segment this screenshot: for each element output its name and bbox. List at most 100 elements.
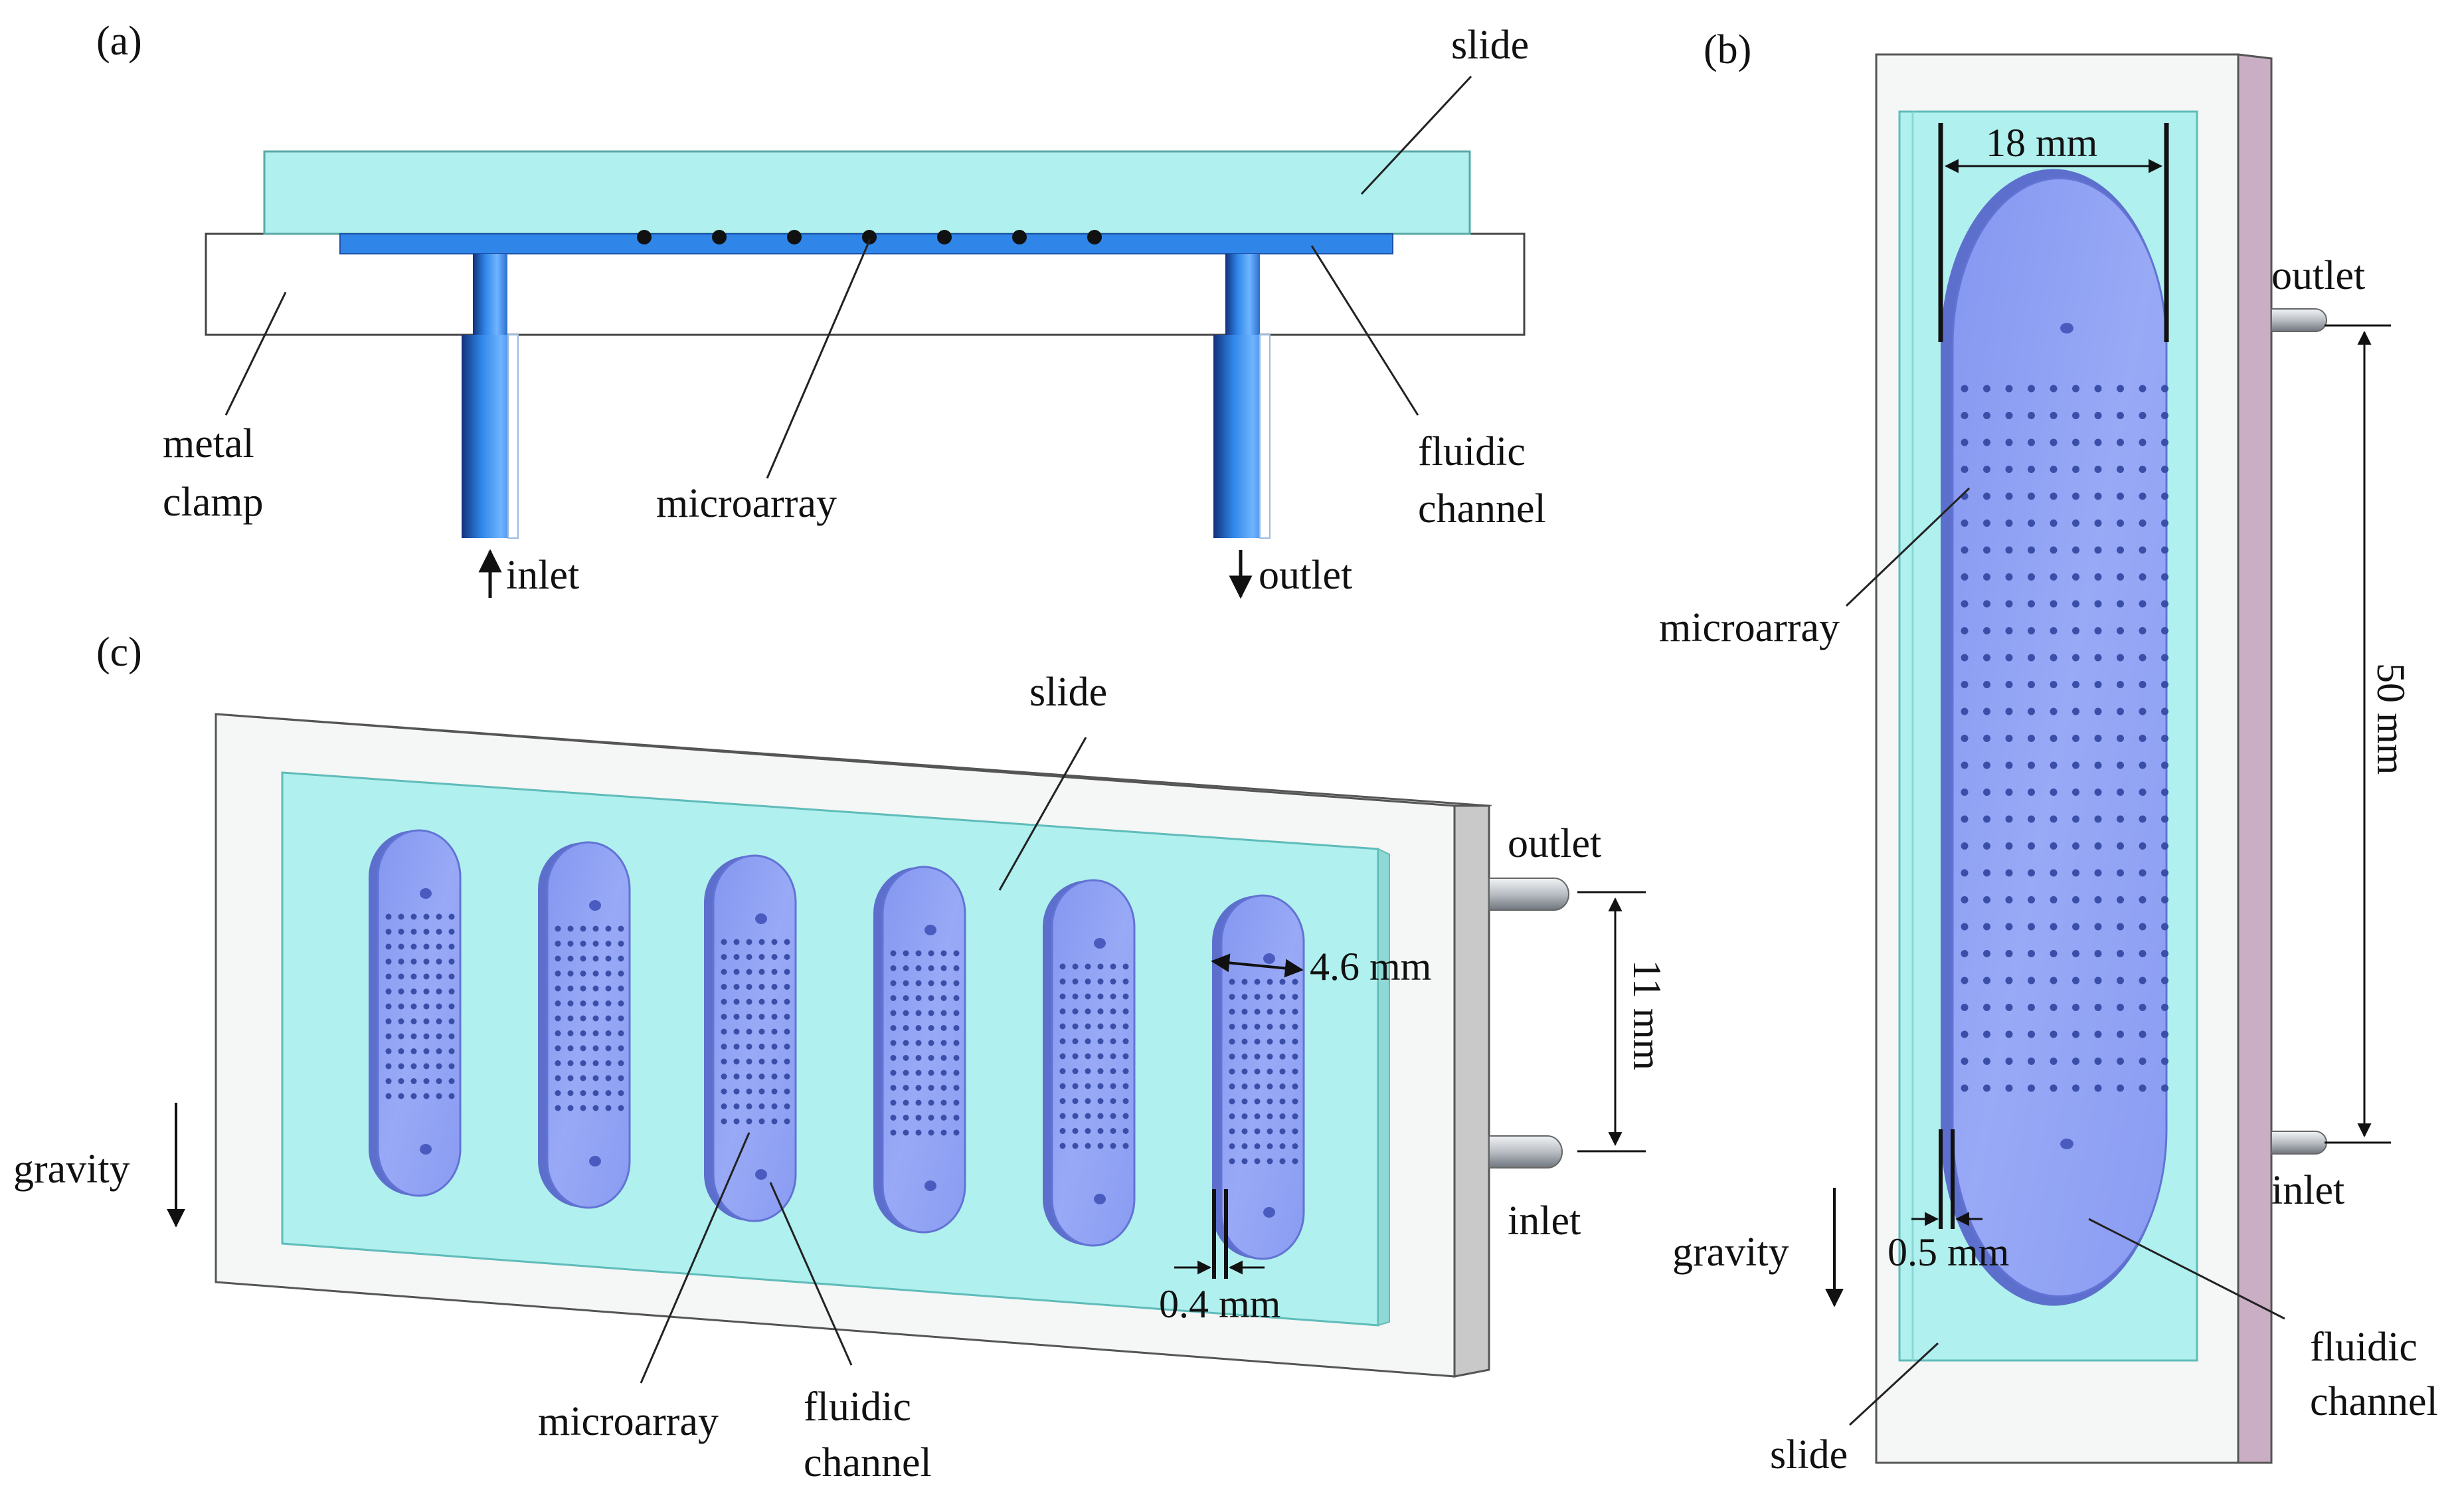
- microarray-spot: [1961, 385, 1969, 393]
- microarray-spot: [555, 925, 561, 932]
- microarray-spot: [1279, 1068, 1286, 1075]
- microarray-spot: [2139, 1030, 2147, 1038]
- fluidic-chamber: [1043, 879, 1136, 1247]
- microarray-spot: [1110, 1053, 1116, 1060]
- microarray-spot: [2139, 438, 2147, 446]
- microarray-spot: [592, 1060, 599, 1066]
- microarray-spot: [1072, 979, 1079, 984]
- microarray-spot: [1072, 1008, 1079, 1014]
- microarray-spot: [940, 1025, 947, 1031]
- microarray-spot: [2094, 681, 2102, 688]
- microarray-spot: [2050, 466, 2058, 473]
- microarray-spot: [758, 1044, 765, 1050]
- microarray-spot: [385, 973, 392, 980]
- microarray-spot: [605, 1075, 612, 1081]
- label-gravity-c: gravity: [13, 1147, 130, 1192]
- microarray-spot: [567, 1105, 574, 1111]
- microarray-spot: [1097, 1083, 1104, 1089]
- microarray-spot: [771, 1058, 778, 1065]
- microarray-spot: [436, 1048, 442, 1054]
- microarray-spot: [2050, 1084, 2058, 1092]
- microarray-spot: [1072, 1023, 1079, 1030]
- microarray-spot: [890, 980, 897, 986]
- microarray-spot: [2028, 573, 2035, 581]
- microarray-spot: [1267, 1128, 1273, 1135]
- label-slide-b: slide: [1770, 1432, 1848, 1477]
- microarray-spot: [2050, 842, 2058, 850]
- microarray-spot: [398, 1063, 404, 1070]
- microarray-spot: [423, 1093, 430, 1099]
- microarray-spot: [567, 941, 574, 947]
- microarray-spot: [758, 998, 765, 1005]
- microarray-spot: [2072, 1030, 2079, 1038]
- chamber-body: [377, 829, 462, 1197]
- microarray-spot: [1241, 1143, 1248, 1149]
- microarray-spot: [2050, 492, 2058, 500]
- microarray-spot: [1292, 979, 1298, 985]
- microarray-spot: [2139, 789, 2147, 796]
- microarray-spot: [436, 988, 442, 994]
- microarray-spots-b: [1961, 385, 2168, 1092]
- microarray-spot: [928, 1085, 934, 1091]
- microarray-spot: [605, 985, 612, 992]
- microarray-spot: [915, 1085, 922, 1091]
- microarray-spot: [1983, 1084, 1990, 1092]
- frame-side-c: [1453, 804, 1490, 1378]
- microarray-spot: [1961, 950, 1969, 957]
- microarray-spot: [2117, 1058, 2124, 1065]
- microarray-spot: [423, 1048, 430, 1054]
- microarray-spot: [890, 1070, 897, 1076]
- microarray-spot: [580, 1075, 586, 1081]
- microarray-spot: [385, 959, 392, 965]
- microarray-spot: [618, 925, 624, 932]
- microarray-spot: [733, 1014, 740, 1020]
- label-fluidic-a: fluidic: [1418, 429, 1526, 474]
- microarray-spot: [1229, 1098, 1235, 1105]
- microarray-spot: [1085, 1083, 1091, 1089]
- microarray-spot: [1241, 1158, 1248, 1165]
- microarray-spot: [784, 1028, 790, 1035]
- label-inlet-c: inlet: [1508, 1198, 1581, 1244]
- microarray-spot: [1961, 735, 1969, 742]
- microarray-spot: [1097, 1053, 1104, 1060]
- microarray-spot: [618, 985, 624, 992]
- microarray-spot: [746, 984, 752, 990]
- microarray-spot: [1983, 412, 1990, 419]
- microarray-spot: [1059, 1053, 1066, 1060]
- microarray-spot: [784, 1058, 790, 1065]
- microarray-spot: [2028, 385, 2035, 393]
- microarray-spot: [771, 1118, 778, 1125]
- microarray-spot: [1983, 896, 1990, 903]
- outlet-pin-b: [2271, 308, 2327, 332]
- microarray-spot: [721, 998, 727, 1005]
- microarray-spot: [2072, 977, 2079, 984]
- microarray-spot: [555, 971, 561, 977]
- microarray-spot: [1292, 1038, 1298, 1045]
- microarray-spot: [2094, 761, 2102, 769]
- microarray-spot: [423, 1003, 430, 1010]
- microarray-spot: [721, 1088, 727, 1095]
- microarray-spot: [580, 1000, 586, 1006]
- microarray-spot: [1254, 1098, 1261, 1105]
- microarray-spot: [1267, 979, 1273, 985]
- microarray-spot: [1110, 1083, 1116, 1089]
- microarray-spot: [2072, 923, 2079, 931]
- microarray-spot: [2161, 1058, 2168, 1065]
- microarray-spot: [1292, 1158, 1298, 1165]
- microarray-spot: [385, 1003, 392, 1010]
- microarray-spot: [2117, 385, 2124, 393]
- microarray-spot: [398, 1078, 404, 1084]
- microarray-spot: [746, 954, 752, 960]
- microarray-spot: [423, 959, 430, 965]
- microarray-spot: [771, 1044, 778, 1050]
- microarray-spot: [2072, 842, 2079, 850]
- microarray-spot: [2050, 681, 2058, 688]
- microarray-spot: [436, 1093, 442, 1099]
- microarray-spot: [784, 984, 790, 990]
- microarray-spot: [2005, 1004, 2013, 1011]
- microarray-spot: [2072, 896, 2079, 903]
- microarray-spot: [1961, 815, 1969, 823]
- microarray-spot: [618, 955, 624, 962]
- microarray-spot: [2094, 842, 2102, 850]
- inlet-pin-b: [2271, 1131, 2327, 1155]
